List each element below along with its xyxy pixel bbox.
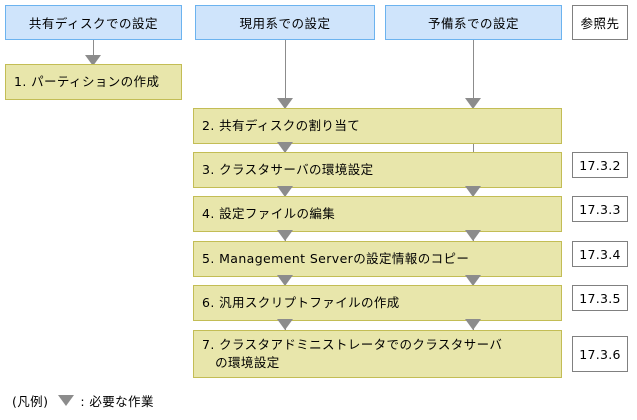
step-box-6: 6. 汎用スクリプトファイルの作成 [193, 285, 562, 321]
legend: (凡例) : 必要な作業 [12, 390, 154, 410]
down-triangle-icon [277, 275, 293, 286]
reference-label: 17.3.6 [579, 346, 621, 362]
down-triangle-icon [277, 98, 293, 109]
step-label: 3. クラスタサーバの環境設定 [202, 161, 374, 177]
column-header-standby-system: 予備系での設定 [385, 5, 562, 40]
reference-label: 17.3.2 [579, 157, 621, 173]
reference-box-7: 17.3.6 [572, 336, 628, 372]
down-triangle-icon [277, 319, 293, 330]
column-header-active-system: 現用系での設定 [195, 5, 375, 40]
down-triangle-icon [465, 275, 481, 286]
column-header-label: 予備系での設定 [427, 16, 519, 31]
step-label: 5. Management Serverの設定情報のコピー [202, 250, 470, 266]
reference-box-3: 17.3.2 [572, 152, 628, 178]
down-triangle-icon [277, 230, 293, 241]
down-triangle-icon [465, 319, 481, 330]
step-label: 4. 設定ファイルの編集 [202, 205, 336, 221]
down-triangle-icon [465, 230, 481, 241]
down-triangle-icon [58, 394, 75, 406]
legend-prefix: (凡例) [12, 393, 49, 409]
reference-box-5: 17.3.4 [572, 241, 628, 267]
column-header-label: 共有ディスクでの設定 [28, 16, 159, 31]
connector-line-active-to-step2 [285, 40, 286, 104]
column-header-label: 参照先 [580, 16, 620, 31]
connector-line-step2-step3-right [473, 144, 474, 153]
step-label: 2. 共有ディスクの割り当て [202, 117, 361, 133]
down-triangle-icon [465, 98, 481, 109]
step-box-7: 7. クラスタアドミニストレータでのクラスタサーバ の環境設定 [193, 330, 562, 378]
step-box-2: 2. 共有ディスクの割り当て [193, 108, 562, 144]
step-box-4: 4. 設定ファイルの編集 [193, 196, 562, 232]
reference-label: 17.3.3 [579, 201, 621, 217]
reference-label: 17.3.5 [579, 290, 621, 306]
step-box-3: 3. クラスタサーバの環境設定 [193, 152, 562, 188]
down-triangle-icon [85, 55, 101, 66]
step-label: 7. クラスタアドミニストレータでのクラスタサーバ の環境設定 [202, 336, 503, 370]
step-box-5: 5. Management Serverの設定情報のコピー [193, 241, 562, 277]
column-header-reference: 参照先 [572, 5, 628, 40]
reference-label: 17.3.4 [579, 246, 621, 262]
down-triangle-icon [277, 186, 293, 197]
step-box-1: 1. パーティションの作成 [5, 64, 182, 100]
step-label: 6. 汎用スクリプトファイルの作成 [202, 294, 400, 310]
connector-line-header-to-step1 [93, 40, 94, 59]
connector-line-standby-to-step2 [473, 40, 474, 104]
step-label: 1. パーティションの作成 [14, 73, 160, 89]
reference-box-6: 17.3.5 [572, 285, 628, 311]
reference-box-4: 17.3.3 [572, 196, 628, 222]
legend-description: : 必要な作業 [80, 393, 154, 409]
column-header-shared-disk: 共有ディスクでの設定 [5, 5, 182, 40]
down-triangle-icon [465, 186, 481, 197]
down-triangle-icon [277, 142, 293, 153]
column-header-label: 現用系での設定 [239, 16, 331, 31]
